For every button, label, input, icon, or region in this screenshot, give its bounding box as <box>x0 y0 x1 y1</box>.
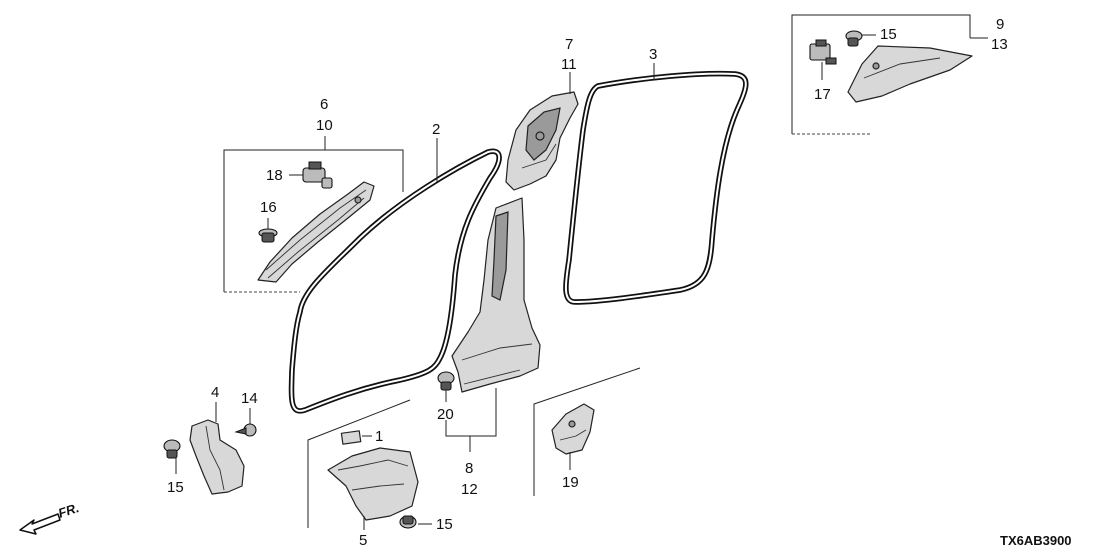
callout-8: 8 <box>465 460 473 477</box>
callout-6: 6 <box>320 96 328 113</box>
callout-13: 13 <box>991 36 1008 53</box>
callout-18: 18 <box>266 167 283 184</box>
rear-door-seal[interactable] <box>563 70 749 305</box>
callout-20: 20 <box>437 406 454 423</box>
clip-15-left[interactable] <box>163 439 181 459</box>
callout-15-left: 15 <box>167 479 184 496</box>
side-sill-garnish[interactable] <box>327 447 419 521</box>
rear-side-sill-garnish[interactable] <box>551 403 595 455</box>
callout-3: 3 <box>649 46 657 63</box>
front-direction-label: FR. <box>56 500 81 521</box>
clip-18[interactable] <box>302 161 333 189</box>
callout-2: 2 <box>432 121 440 138</box>
callout-14: 14 <box>241 390 258 407</box>
clip-20[interactable] <box>437 371 455 391</box>
clip-15-top[interactable] <box>845 30 863 47</box>
callout-17: 17 <box>814 86 831 103</box>
callout-7: 7 <box>565 36 573 53</box>
caution-label[interactable] <box>340 430 362 445</box>
callout-11: 11 <box>561 56 577 73</box>
clip-16[interactable] <box>258 228 278 243</box>
screw-14[interactable] <box>234 423 257 437</box>
kick-panel[interactable] <box>189 419 245 495</box>
callout-5: 5 <box>359 532 367 549</box>
callout-4: 4 <box>211 384 219 401</box>
clip-17[interactable] <box>809 39 837 65</box>
b-pillar-lower-garnish[interactable] <box>451 197 541 393</box>
callout-16: 16 <box>260 199 277 216</box>
diagram-code: TX6AB3900 <box>1000 533 1072 548</box>
callout-19: 19 <box>562 474 579 491</box>
b-pillar-upper-garnish[interactable] <box>505 91 579 191</box>
c-pillar-garnish[interactable] <box>847 45 973 103</box>
a-pillar-garnish[interactable] <box>257 181 375 283</box>
clip-15-bottom[interactable] <box>399 515 417 529</box>
front-direction-arrow: FR. <box>19 500 81 535</box>
callout-10: 10 <box>316 117 333 134</box>
a-pillar-garnish-group <box>223 136 404 293</box>
callout-12: 12 <box>461 481 478 498</box>
callout-15-top: 15 <box>880 26 897 43</box>
callout-15-bottom: 15 <box>436 516 453 533</box>
callout-1: 1 <box>375 428 383 445</box>
front-door-seal[interactable] <box>288 148 502 414</box>
callout-9: 9 <box>996 16 1004 33</box>
c-pillar-garnish-group <box>791 14 988 135</box>
